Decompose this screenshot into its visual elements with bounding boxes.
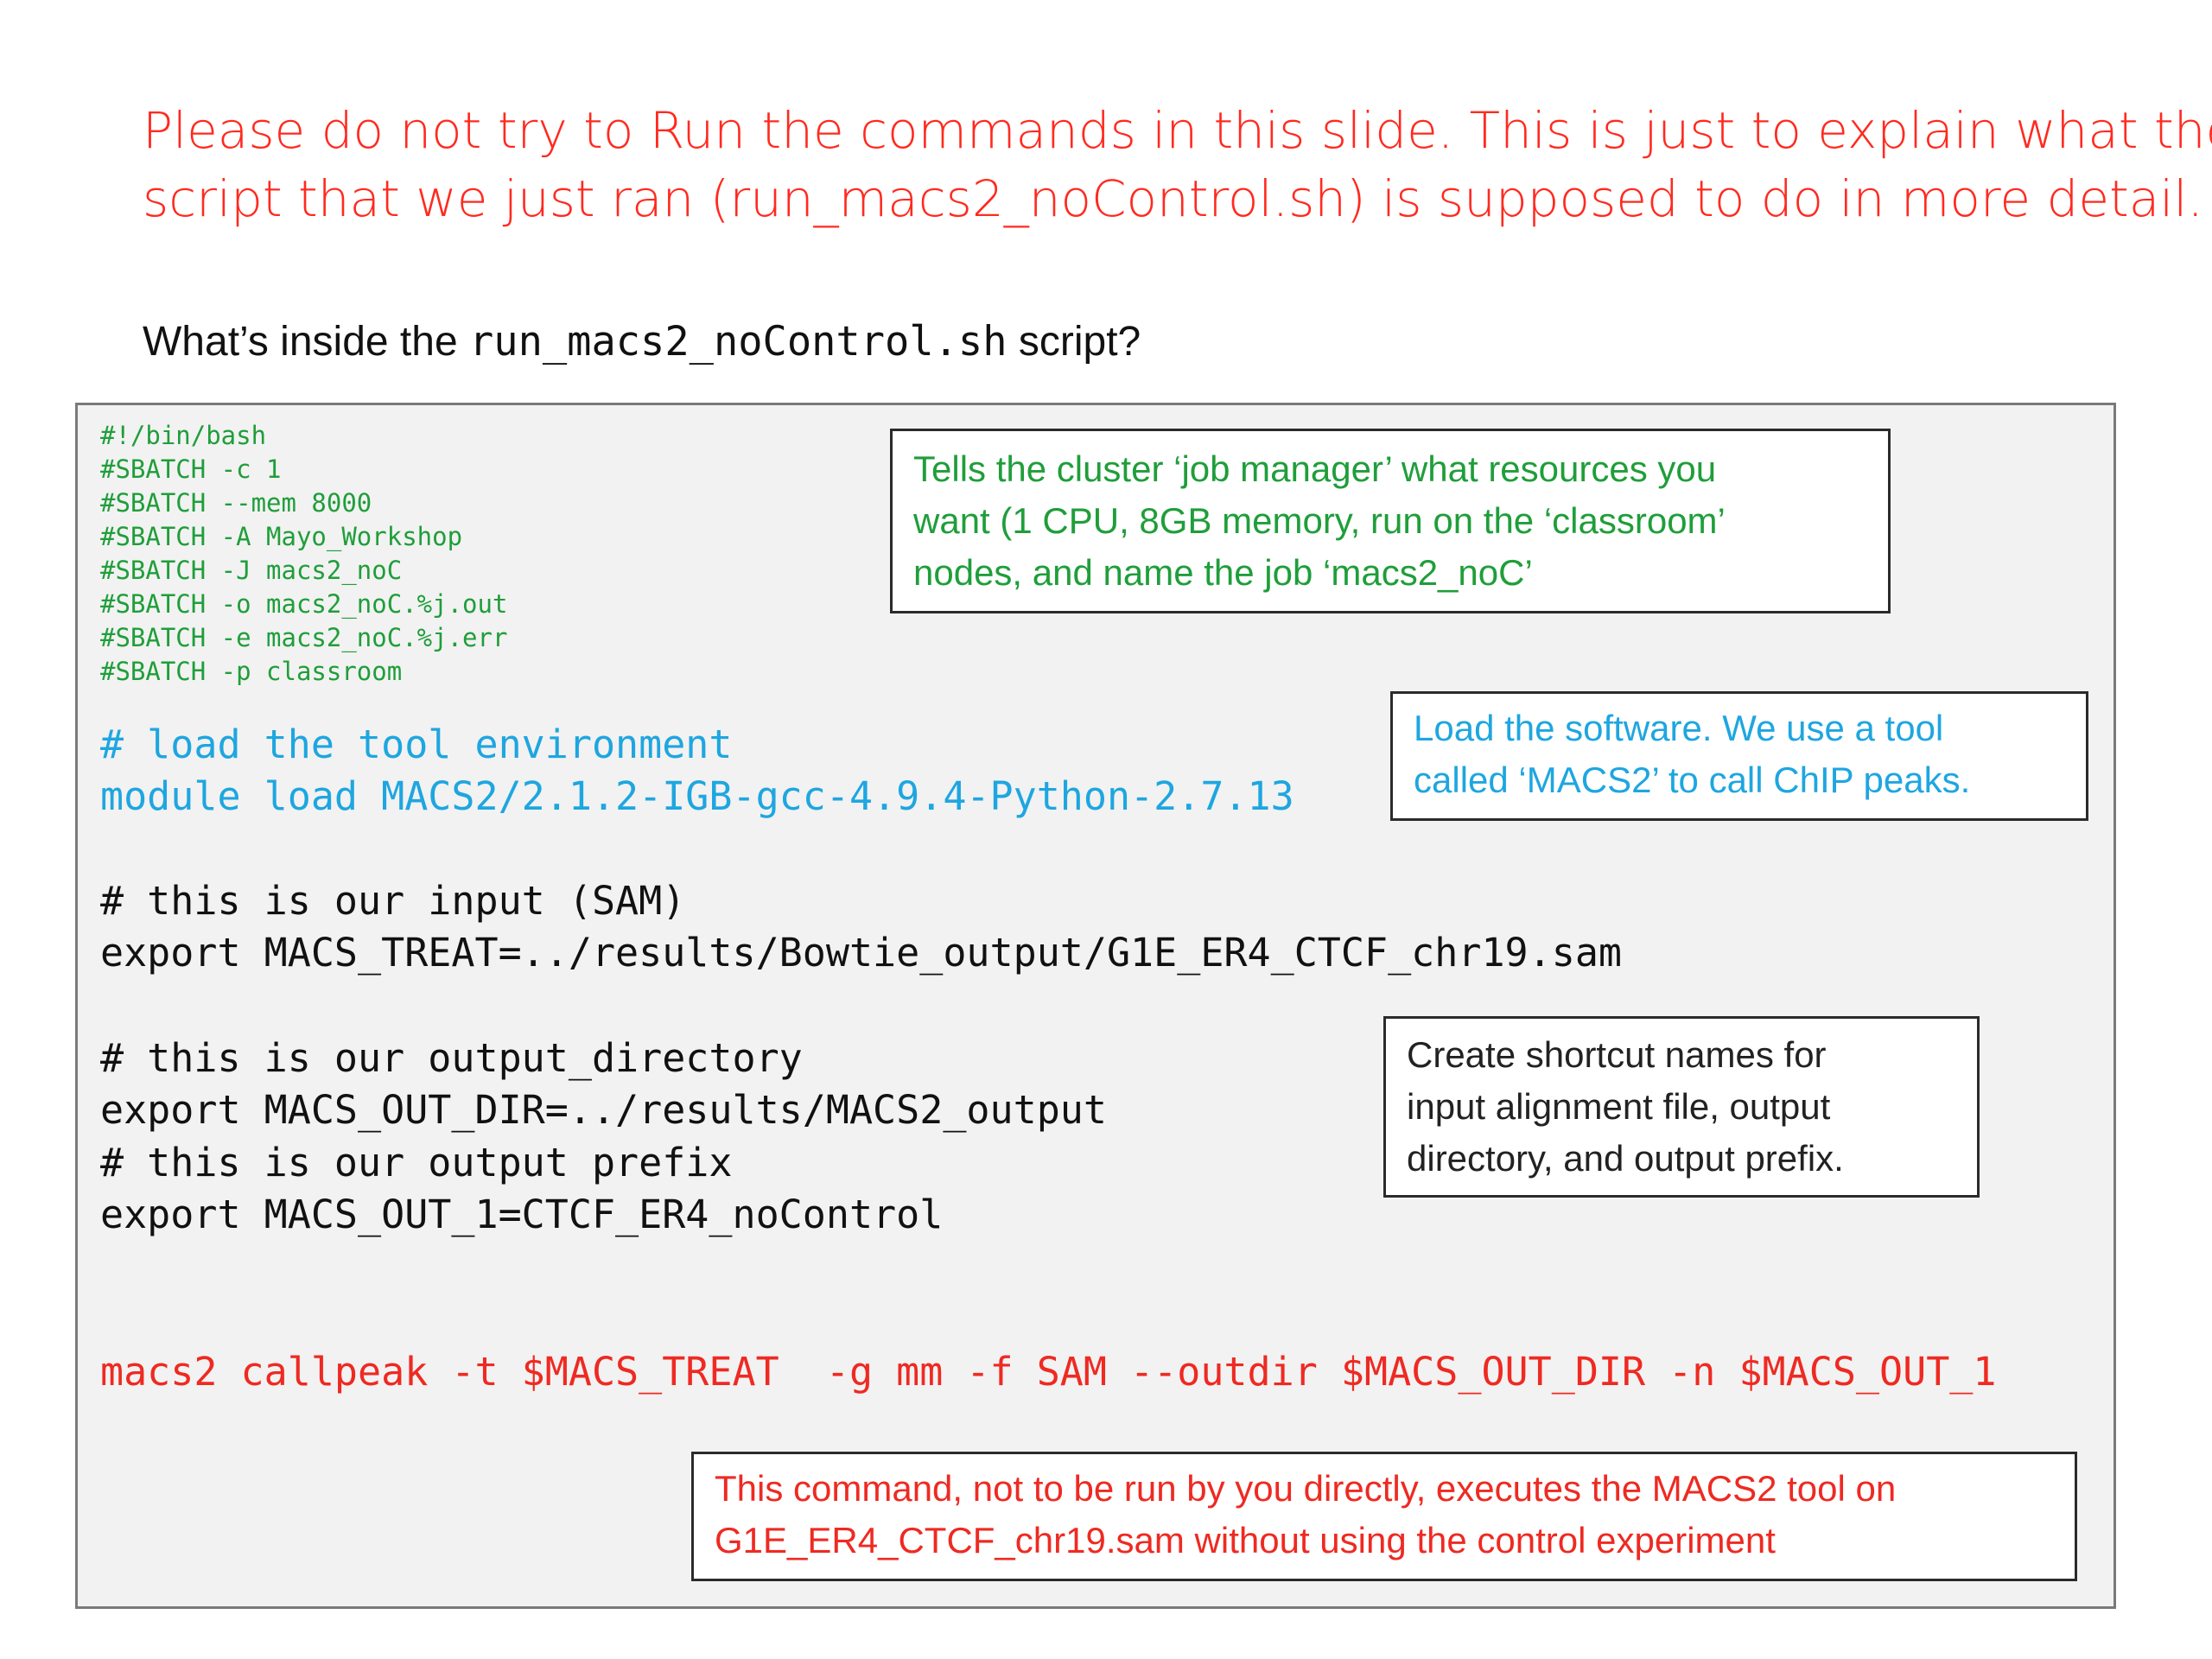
note-shortcuts: Create shortcut names for input alignmen…	[1383, 1016, 1980, 1198]
note-software-line-2: called ‘MACS2’ to call ChIP peaks.	[1414, 760, 1971, 800]
code-line-load-comment: # load the tool environment	[100, 721, 733, 767]
code-line-outdir-comment: # this is our output_directory	[100, 1035, 803, 1081]
code-line-sbatch-cpu: #SBATCH -c 1	[100, 454, 282, 484]
code-line-sbatch-err: #SBATCH -e macs2_noC.%j.err	[100, 623, 508, 652]
code-line-input-comment: # this is our input (SAM)	[100, 878, 686, 924]
note-shortcuts-line-3: directory, and output prefix.	[1407, 1138, 1844, 1179]
code-line-sbatch-account: #SBATCH -A Mayo_Workshop	[100, 522, 463, 551]
note-command: This command, not to be run by you direc…	[691, 1452, 2077, 1581]
note-resources: Tells the cluster ‘job manager’ what res…	[890, 429, 1891, 613]
subtitle-prefix: What’s inside the	[143, 319, 469, 365]
warning-line-1: Please do not try to Run the commands in…	[143, 101, 2212, 160]
note-resources-line-1: Tells the cluster ‘job manager’ what res…	[913, 448, 1717, 489]
note-software: Load the software. We use a tool called …	[1390, 691, 2088, 821]
code-line-macs2-callpeak: macs2 callpeak -t $MACS_TREAT -g mm -f S…	[100, 1349, 1997, 1395]
note-shortcuts-line-1: Create shortcut names for	[1407, 1034, 1827, 1075]
code-line-shebang: #!/bin/bash	[100, 421, 267, 450]
note-command-line-1: This command, not to be run by you direc…	[715, 1468, 1897, 1509]
code-line-sbatch-out: #SBATCH -o macs2_noC.%j.out	[100, 589, 508, 619]
note-command-line-2: G1E_ER4_CTCF_chr19.sam without using the…	[715, 1520, 1776, 1560]
warning-text: Please do not try to Run the commands in…	[143, 97, 2212, 233]
note-software-line-1: Load the software. We use a tool	[1414, 708, 1944, 748]
code-line-sbatch-partition: #SBATCH -p classroom	[100, 657, 403, 686]
code-line-sbatch-mem: #SBATCH --mem 8000	[100, 488, 372, 518]
note-shortcuts-line-2: input alignment file, output	[1407, 1086, 1831, 1127]
code-line-module-load: module load MACS2/2.1.2-IGB-gcc-4.9.4-Py…	[100, 773, 1294, 819]
subtitle-script-name: run_macs2_noControl.sh	[468, 318, 1007, 365]
code-line-prefix-comment: # this is our output prefix	[100, 1140, 733, 1185]
subtitle-suffix: script?	[1007, 319, 1141, 365]
code-line-input-export: export MACS_TREAT=../results/Bowtie_outp…	[100, 930, 1622, 976]
warning-line-2: script that we just ran (run_macs2_noCon…	[143, 169, 2203, 228]
note-resources-line-2: want (1 CPU, 8GB memory, run on the ‘cla…	[913, 500, 1726, 541]
subtitle: What’s inside the run_macs2_noControl.sh…	[143, 318, 1141, 365]
code-line-sbatch-jobname: #SBATCH -J macs2_noC	[100, 556, 403, 585]
code-line-outdir-export: export MACS_OUT_DIR=../results/MACS2_out…	[100, 1087, 1107, 1133]
code-line-prefix-export: export MACS_OUT_1=CTCF_ER4_noControl	[100, 1192, 944, 1237]
note-resources-line-3: nodes, and name the job ‘macs2_noC’	[913, 552, 1533, 593]
